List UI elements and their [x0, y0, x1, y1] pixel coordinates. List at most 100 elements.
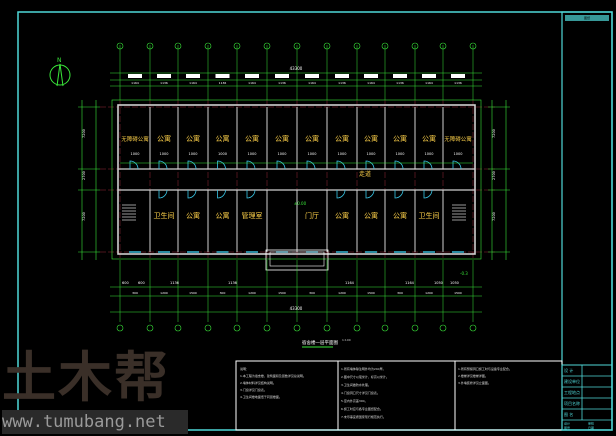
- dim-text: 7200: [492, 129, 496, 138]
- note-line: 1.本工程为宿舍楼，建筑面积及层数详见总说明。: [240, 373, 306, 378]
- dim-text: 1500: [189, 291, 197, 295]
- title-block-label: 设计: [564, 421, 570, 426]
- dim-text: 300: [220, 291, 226, 295]
- dim-text-block: [215, 74, 230, 78]
- axis-bubble: [174, 324, 182, 332]
- door-swing: [336, 160, 346, 170]
- title-block-label: 建设单位: [564, 378, 580, 384]
- dim-text: 1164: [189, 81, 197, 85]
- dim-text: 1200: [160, 291, 168, 295]
- axis-bubble: [233, 42, 241, 50]
- drawing-title: 宿舍楼一层平面图: [302, 339, 338, 346]
- room-label: 公寓: [186, 134, 200, 143]
- door-swing: [187, 160, 197, 170]
- axis-bubble: [263, 324, 271, 332]
- dim-text: 1050: [450, 281, 459, 285]
- dim-text: 1136: [396, 81, 404, 85]
- axis-bubble: [293, 42, 301, 50]
- dim-text-block: [364, 74, 378, 78]
- axis-bubble: [439, 42, 447, 50]
- note-line: 6.施工时应与各专业图纸配合。: [341, 406, 383, 411]
- door-swing: [423, 160, 433, 170]
- title-block-label: 设 计: [564, 367, 573, 373]
- room-dimension: 1000: [454, 152, 463, 156]
- dim-text: 1136: [338, 81, 346, 85]
- dim-text: 1200: [425, 291, 433, 295]
- total-dimension: 43300: [290, 66, 303, 71]
- step-elevation: -0.3: [460, 271, 468, 276]
- dim-text: 1500: [367, 291, 375, 295]
- scale-note: 1:100: [342, 338, 351, 342]
- axis-bubble: [204, 42, 212, 50]
- watermark-logo: 土木帮: [2, 346, 170, 409]
- dim-text: 1136: [228, 281, 237, 285]
- axis-bubble: [469, 42, 477, 50]
- note-line: 2.图中尺寸以毫米计，标高以米计。: [341, 374, 389, 379]
- dim-text: 2700: [82, 171, 86, 180]
- title-block-label: 审核: [588, 421, 594, 426]
- room-label: 公寓: [245, 134, 259, 143]
- note-line: 4.卫生间楼地面低于同层楼面。: [240, 394, 282, 399]
- room-dimension: 1000: [248, 152, 257, 156]
- axis-bubble: [439, 324, 447, 332]
- title-block: 图纸设 计建设单位工程地点项目名称图 名设计审核图号日期: [561, 15, 613, 431]
- door-swing: [276, 160, 286, 170]
- note-line: 3.门窗详见门窗表。: [240, 387, 267, 392]
- dim-text: 1200: [248, 291, 256, 295]
- dim-text: 7200: [82, 212, 86, 221]
- dim-text: 1136: [454, 81, 462, 85]
- title-block-label: 日期: [588, 425, 594, 430]
- title-strip-header: [565, 15, 609, 21]
- total-dimension: 43300: [290, 306, 303, 311]
- door-swing: [187, 189, 197, 199]
- note-line: 7.未尽事宜按国家现行规范执行。: [341, 414, 386, 419]
- title-block-header: 图纸: [584, 15, 590, 20]
- dim-text: 1164: [405, 281, 415, 285]
- note-line: 1.所有预留洞口施工时与设备专业配合。: [458, 366, 512, 371]
- door-swing: [217, 160, 226, 170]
- north-arrow-icon: [49, 64, 71, 86]
- dim-text: 1500: [278, 291, 286, 295]
- note-line: 2.楼梯详见楼梯详图。: [458, 373, 488, 378]
- room-label: 公寓: [422, 134, 436, 143]
- note-line: 2.墙体材料详见结构说明。: [240, 380, 276, 385]
- room-dimension: 1000: [367, 152, 376, 156]
- axis-bubble: [233, 324, 241, 332]
- dim-text-block: [393, 74, 407, 78]
- dim-text: 600: [122, 281, 129, 285]
- door-swing: [394, 160, 404, 170]
- title-block-label: 图 名: [564, 411, 573, 417]
- door-swing: [365, 160, 375, 170]
- note-line: 4.门窗洞口尺寸详见门窗表。: [341, 390, 380, 395]
- dim-text: 1164: [131, 81, 139, 85]
- room-dimension: 1000: [218, 152, 227, 156]
- corridor-label: 走道: [359, 170, 371, 178]
- axis-bubble: [353, 42, 361, 50]
- room-label: 公寓: [186, 211, 200, 220]
- dim-text: 1136: [170, 281, 179, 285]
- dim-text: 1050: [434, 281, 443, 285]
- room-label: 公寓: [335, 211, 349, 220]
- axis-bubble: [116, 42, 124, 50]
- dim-text-block: [157, 74, 171, 78]
- dim-text: 1164: [248, 81, 256, 85]
- axis-bubble: [323, 324, 331, 332]
- north-label: N: [57, 57, 62, 64]
- axis-bubble: [263, 42, 271, 50]
- room-label: 公寓: [275, 134, 289, 143]
- title-block-label: 项目名称: [564, 400, 580, 406]
- dim-text: 7200: [82, 129, 86, 138]
- dim-text: 1200: [338, 291, 346, 295]
- axis-bubble: [353, 324, 361, 332]
- room-label: 门厅: [305, 211, 319, 220]
- room-dimension: 1000: [189, 152, 198, 156]
- room-label: 公寓: [393, 211, 407, 220]
- room-label: 卫生间: [154, 211, 175, 220]
- axis-bubble: [146, 324, 154, 332]
- room-label: 公寓: [216, 134, 230, 143]
- room-dimension: 1000: [308, 152, 317, 156]
- notes-table: 说明：1.本工程为宿舍楼，建筑面积及层数详见总说明。2.墙体材料详见结构说明。3…: [235, 360, 563, 431]
- north-arrow: N: [49, 57, 71, 87]
- axis-bubble: [381, 324, 389, 332]
